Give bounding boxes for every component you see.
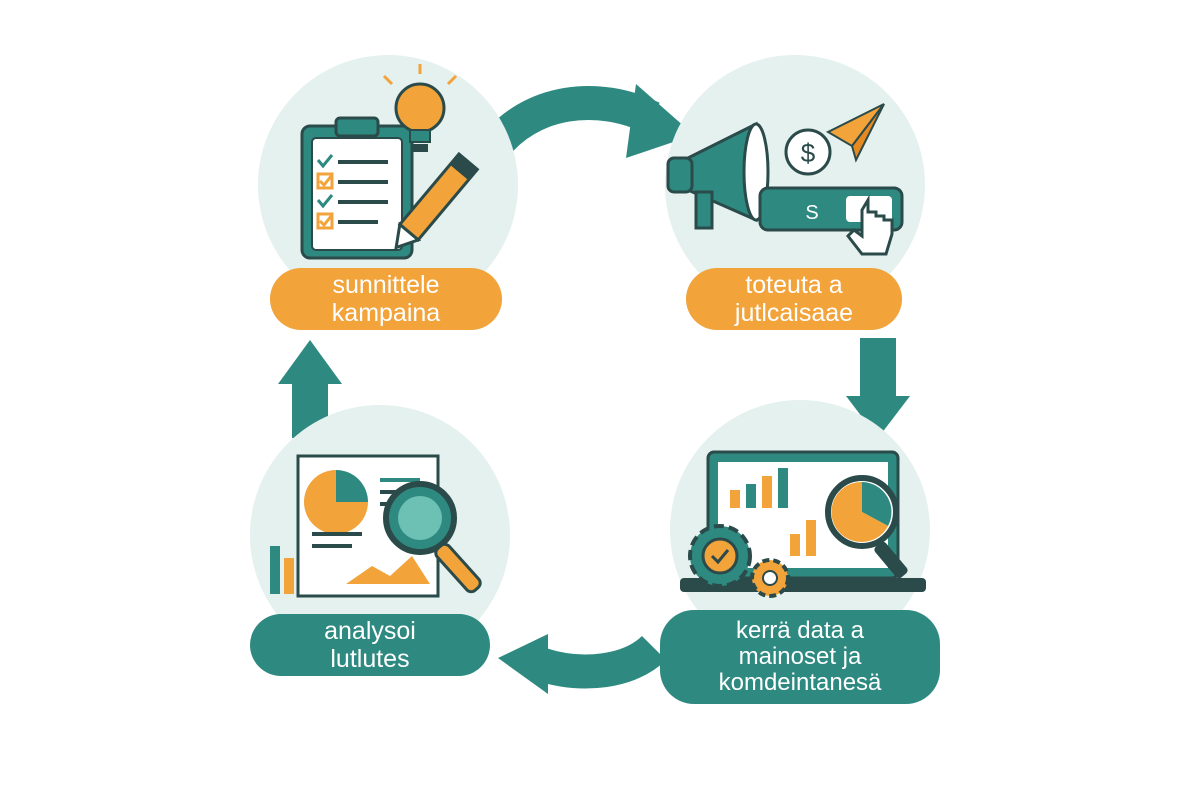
svg-text:$: $	[801, 138, 816, 168]
step-collect-label-line-2: mainoset ja	[738, 643, 862, 670]
arrow-plan-to-execute	[478, 86, 660, 161]
magnifier-pie-icon	[825, 475, 908, 579]
dollar-coin-icon: $	[784, 128, 832, 176]
step-execute-label-line-2: jutlcaisaae	[734, 299, 854, 327]
step-collect-label-line-1: kerrä data a	[735, 617, 865, 644]
arrowhead-execute-to-collect	[846, 396, 910, 438]
svg-text:S: S	[805, 202, 818, 224]
step-plan-illustration	[258, 55, 518, 315]
step-collect-label-line-3: komdeintanesä	[718, 669, 882, 696]
step-collect-label: kerrä data a mainoset ja komdeintanesä	[660, 610, 940, 704]
step-analyze-label-line-1: analysoi	[324, 617, 416, 645]
step-execute-label-line-1: toteuta a	[745, 271, 843, 299]
step-execute-illustration: $ S	[665, 55, 925, 315]
gear-check-icon	[688, 524, 790, 598]
arrowhead-analyze-to-plan	[278, 340, 342, 384]
paper-plane-icon	[825, 103, 885, 163]
megaphone-icon	[666, 121, 770, 230]
magnifier-icon	[383, 481, 482, 594]
step-analyze-label: analysoi lutlutes	[250, 614, 490, 676]
step-analyze-label-line-2: lutlutes	[330, 645, 410, 673]
arrow-collect-to-analyze	[534, 635, 667, 689]
step-analyze-illustration	[250, 405, 510, 665]
step-execute-label: toteuta a jutlcaisaae	[686, 268, 902, 330]
arrowhead-collect-to-analyze	[498, 634, 548, 694]
hand-cursor-icon	[846, 194, 894, 256]
step-plan-label-line-2: kampaina	[331, 299, 441, 327]
step-plan-label: sunnittele kampaina	[270, 268, 502, 330]
pencil-icon	[394, 151, 480, 250]
step-plan-label-line-1: sunnittele	[332, 271, 440, 299]
step-collect-illustration	[670, 400, 930, 660]
lightbulb-icon	[382, 64, 458, 152]
clipboard-checklist-icon	[300, 116, 414, 260]
